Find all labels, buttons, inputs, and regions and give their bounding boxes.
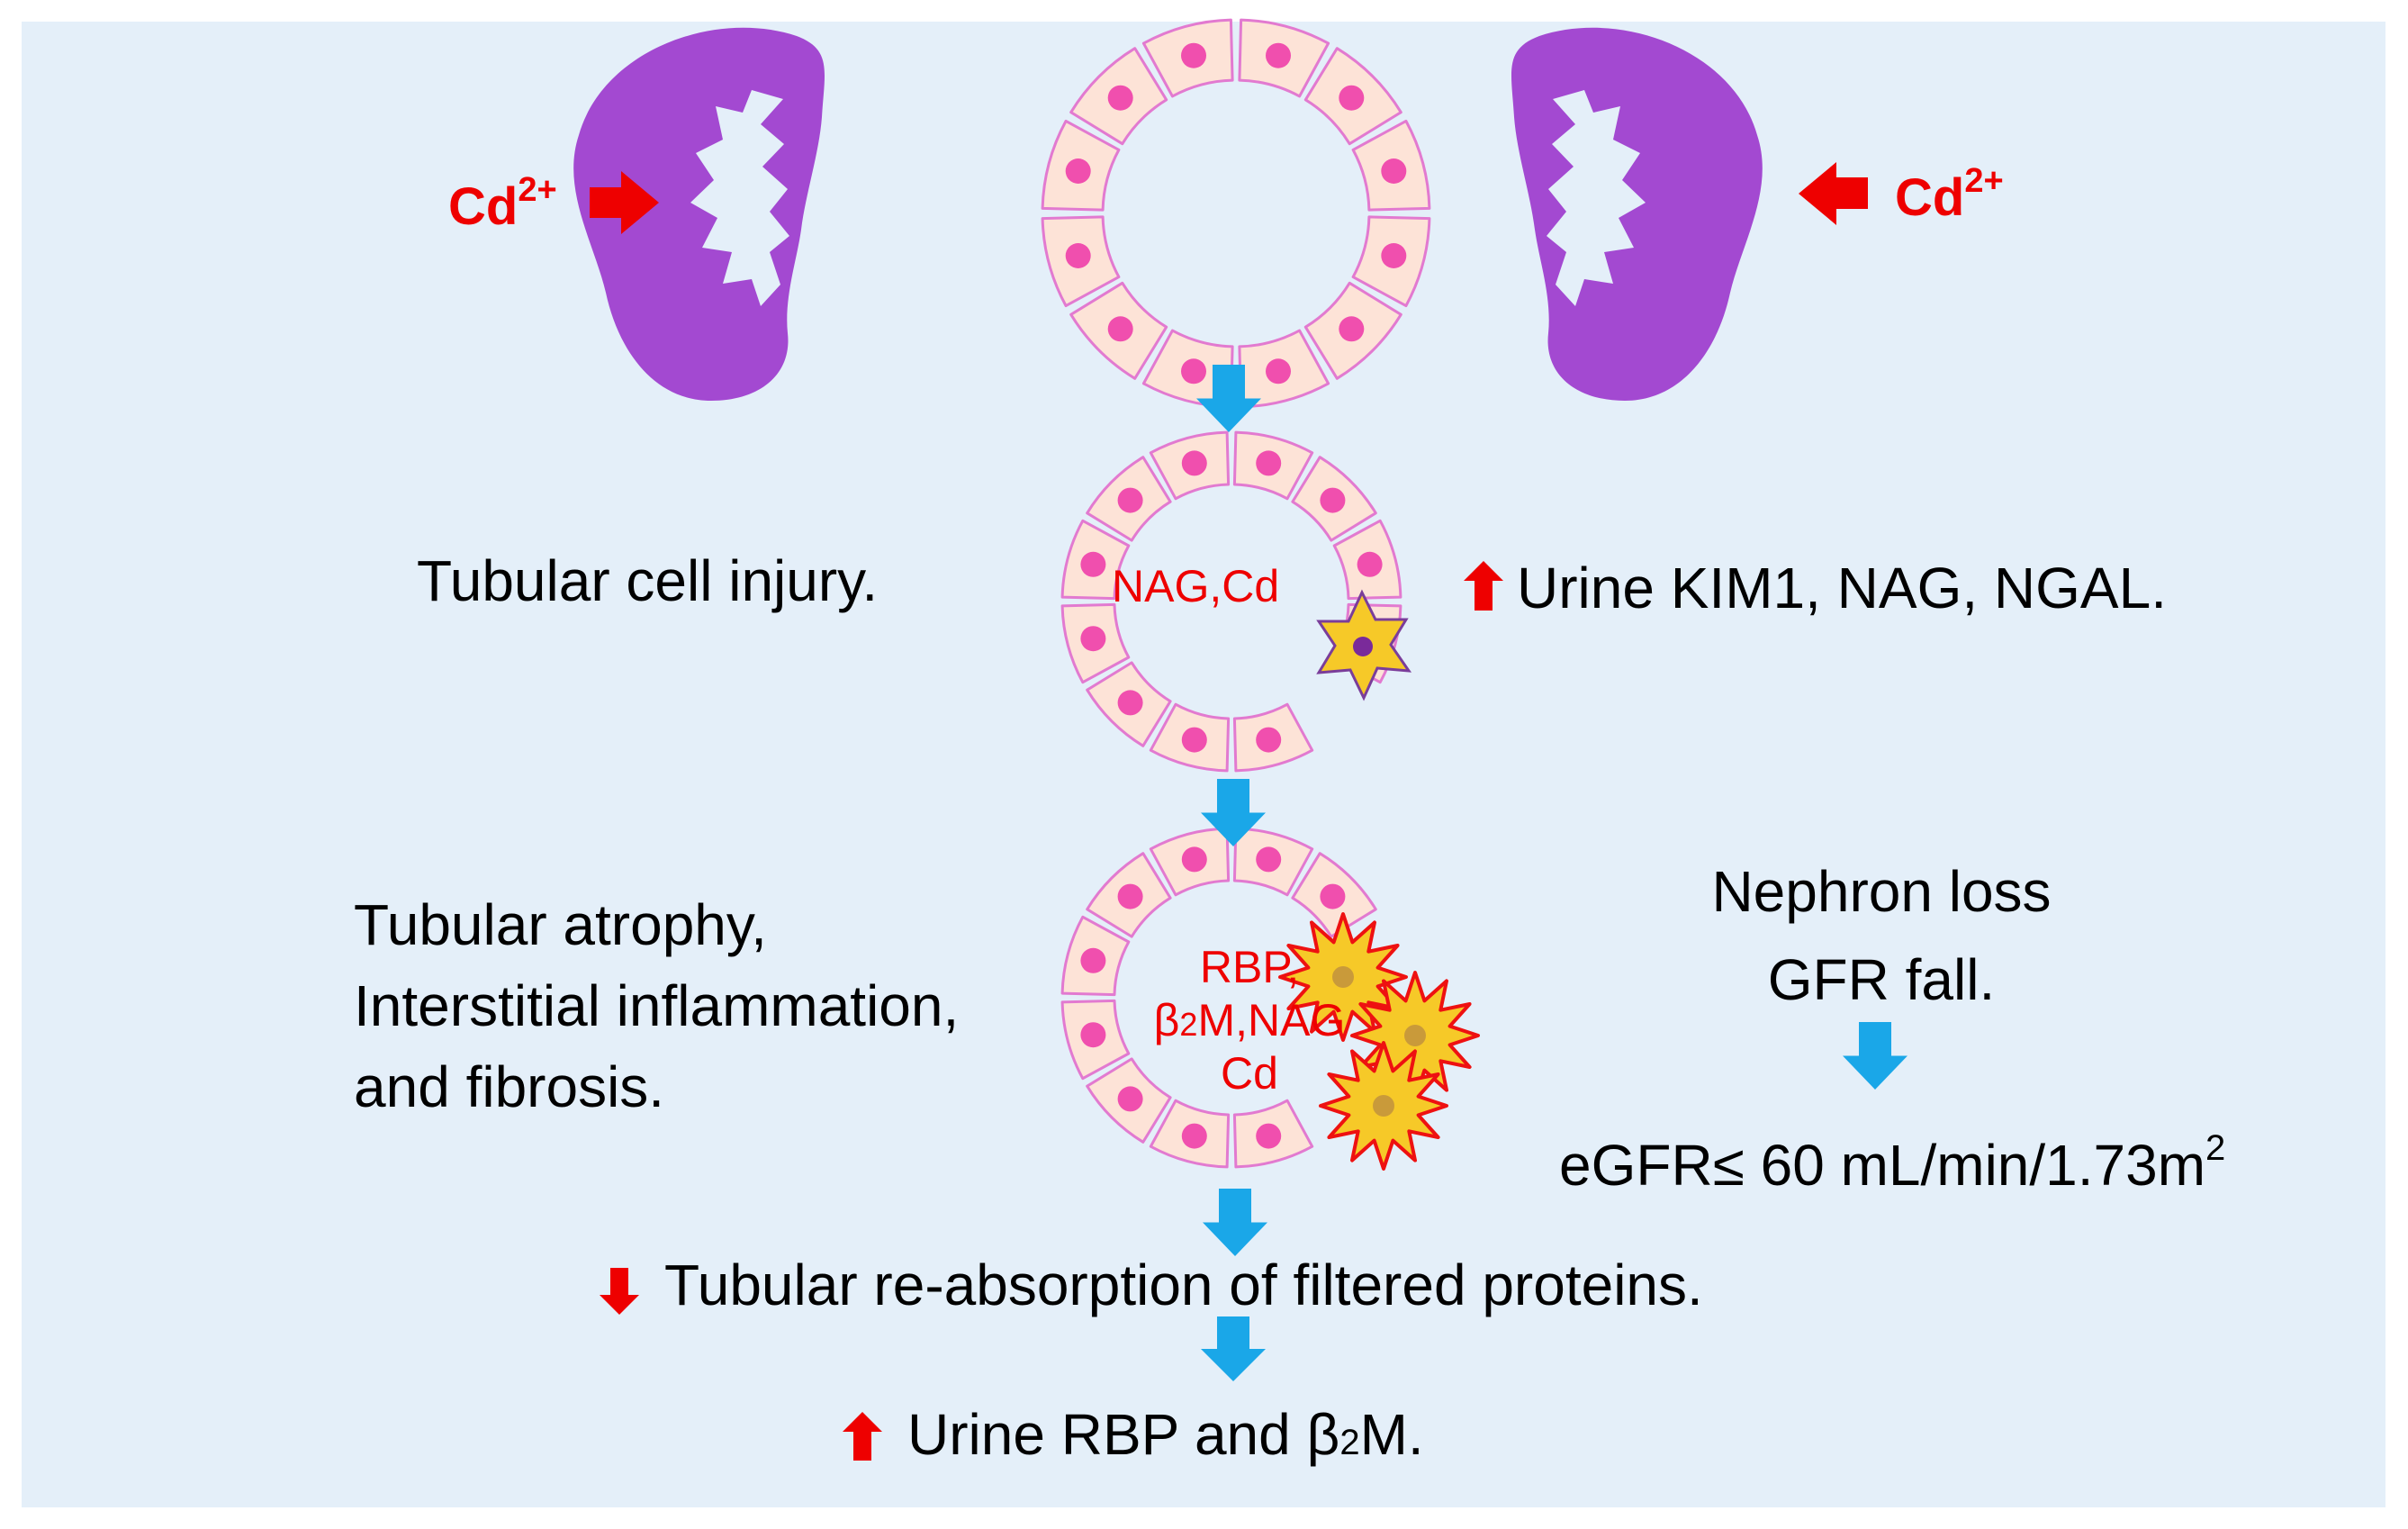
inflammation-burst-group (1278, 912, 1480, 1171)
label-nephron-loss: Nephron loss (1711, 859, 2052, 924)
beta-subscript: 2 (1179, 1006, 1198, 1043)
kidney-left-icon (573, 27, 825, 401)
cell-nucleus (1181, 358, 1206, 385)
tubule-atrophic-icon (1060, 827, 1377, 1169)
flow-arrows (1196, 365, 1907, 1381)
cell-nucleus (1357, 551, 1383, 577)
arrow-down-icon (1201, 1316, 1266, 1381)
cell-nucleus (1381, 243, 1407, 268)
cd-label-right: Cd2+ (1895, 162, 2004, 228)
cell-nucleus (1080, 947, 1106, 973)
cell-nucleus (1107, 85, 1133, 111)
cd-label-left: Cd2+ (448, 171, 557, 237)
label-tubular-cell-injury: Tubular cell injury. (417, 548, 879, 613)
damaged-cell-star-icon (1316, 589, 1412, 701)
tubule-normal-icon (1041, 18, 1431, 409)
arrow-up-icon (1464, 561, 1503, 611)
cell-nucleus (1117, 1086, 1143, 1112)
arrow-down-icon (1201, 779, 1266, 846)
cell-nucleus (1181, 727, 1207, 753)
urine-rbp-text: Urine RBP and β (907, 1402, 1340, 1467)
lumen-label-stage2: RBP, β2M,NAG Cd (1141, 941, 1357, 1100)
arrow-down-icon (1203, 1189, 1267, 1256)
lumen-label-stage1: NAG,Cd (1112, 561, 1280, 611)
cell-nucleus (1065, 243, 1091, 268)
arrow-up-icon (843, 1412, 882, 1461)
arrow-down-icon (600, 1268, 639, 1315)
beta-glyph: β (1153, 995, 1180, 1045)
lumen-line-rbp: RBP, (1199, 942, 1300, 992)
cell-nucleus (1065, 158, 1091, 184)
atrophy-line-3: and fibrosis. (354, 1054, 665, 1119)
cell-nucleus (1266, 42, 1291, 68)
cell-nucleus (1117, 487, 1143, 513)
label-egfr: eGFR≤ 60 mL/min/1.73m2 (1559, 1128, 2225, 1199)
atrophy-line-1: Tubular atrophy, (354, 892, 767, 957)
cell-nucleus (1181, 42, 1206, 68)
cell-nucleus (1181, 846, 1207, 873)
egfr-text: eGFR≤ 60 mL/min/1.73m (1559, 1133, 2206, 1198)
cell-nucleus (1107, 316, 1133, 342)
atrophy-line-2: Interstitial inflammation, (354, 973, 960, 1038)
cd-charge: 2+ (1964, 162, 2004, 200)
arrow-right-icon (590, 171, 659, 234)
cell-nucleus (1339, 85, 1365, 111)
urine-rbp-end: M. (1359, 1402, 1424, 1467)
burst-nucleus (1404, 1025, 1426, 1046)
label-urine-rbp: Urine RBP and β2M. (907, 1402, 1424, 1468)
arrow-left-icon (1799, 162, 1868, 225)
cell-nucleus (1256, 1123, 1282, 1149)
urine-rbp-subscript: 2 (1339, 1423, 1360, 1462)
cd-charge: 2+ (518, 171, 557, 209)
cd-symbol: Cd (448, 177, 519, 236)
egfr-exponent: 2 (2205, 1128, 2226, 1168)
cell-nucleus (1080, 1022, 1106, 1048)
label-reabsorption: Tubular re-absorption of filtered protei… (664, 1253, 1703, 1317)
cell-nucleus (1080, 626, 1106, 652)
cell-nucleus (1339, 316, 1365, 342)
cell-nucleus (1381, 158, 1407, 184)
lumen-line-b2m: β2M,NAG (1141, 994, 1357, 1047)
arrow-down-icon (1196, 365, 1261, 432)
burst-nucleus (1332, 966, 1354, 988)
label-gfr-fall: GFR fall. (1767, 947, 1996, 1012)
burst-nucleus (1373, 1095, 1394, 1117)
lumen-line-cd: Cd (1221, 1048, 1278, 1099)
cd-symbol: Cd (1895, 168, 1965, 227)
cell-nucleus (1256, 450, 1282, 476)
b2m-rest: M,NAG (1197, 995, 1346, 1045)
label-urine-kim1: Urine KIM1, NAG, NGAL. (1517, 556, 2167, 620)
cell-nucleus (1320, 487, 1346, 513)
cell-nucleus (1117, 883, 1143, 909)
cell-nucleus (1320, 883, 1346, 909)
arrow-down-icon (1843, 1022, 1907, 1090)
cell-nucleus (1256, 846, 1282, 873)
cell-nucleus (1256, 727, 1282, 753)
cell-nucleus (1181, 1123, 1207, 1149)
cell-nucleus (1117, 690, 1143, 716)
cell-nucleus (1080, 551, 1106, 577)
cell-nucleus (1266, 358, 1291, 385)
cell-nucleus (1181, 450, 1207, 476)
kidney-right-icon (1511, 27, 1763, 401)
label-tubular-atrophy: Tubular atrophy, Interstitial inflammati… (354, 884, 959, 1127)
